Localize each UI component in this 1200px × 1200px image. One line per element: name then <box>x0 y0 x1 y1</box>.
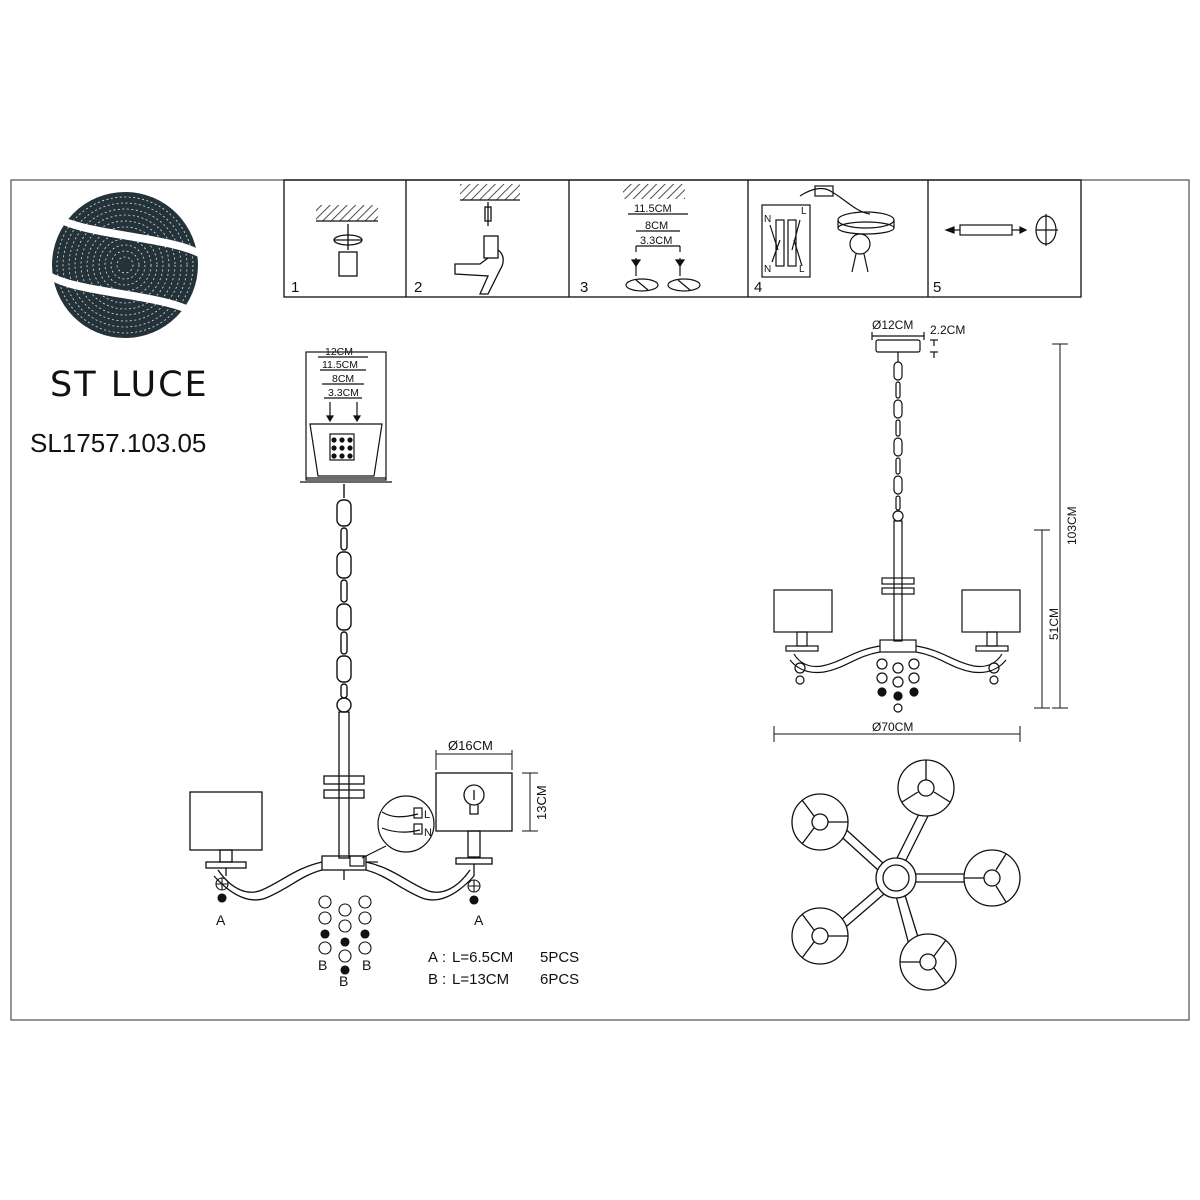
canopy-dim: 3.3CM <box>328 387 359 399</box>
elevation-canopy <box>871 332 938 358</box>
wire-label: L <box>801 206 807 217</box>
step-3-illustration <box>623 184 701 292</box>
shade-diameter: Ø16CM <box>448 738 493 753</box>
chain <box>336 484 352 713</box>
step-1-illustration <box>316 205 378 277</box>
crystal-drop <box>467 879 481 905</box>
elevation-dimensions <box>773 343 1068 742</box>
wire-label: N <box>764 264 771 275</box>
elevation-chain <box>892 352 904 522</box>
brand-logo <box>50 192 200 338</box>
lamp-shade-with-bulb <box>435 772 513 876</box>
crystal-label: A <box>216 912 226 928</box>
total-height: 103CM <box>1065 506 1079 545</box>
step-number: 3 <box>580 279 588 296</box>
canopy-detail <box>300 351 392 483</box>
step-number: 4 <box>754 279 762 296</box>
crystal-label: A <box>474 912 484 928</box>
part-length: L=13CM <box>452 971 509 988</box>
wire-label: L <box>424 809 430 821</box>
brand-name: ST LUCE <box>50 365 209 405</box>
step-number: 1 <box>291 279 299 296</box>
lamp-shade <box>189 791 263 876</box>
elevation-body <box>773 520 1021 713</box>
step-3-dim: 8CM <box>645 220 668 232</box>
step-number: 5 <box>933 279 941 296</box>
shade-dimension <box>435 750 538 832</box>
part-sep: : <box>442 971 446 988</box>
part-label: B <box>428 971 438 988</box>
span-diameter: Ø70CM <box>872 720 913 734</box>
part-sep: : <box>442 949 446 966</box>
crystal-label: B <box>339 973 348 989</box>
crystal-strand <box>318 895 372 975</box>
parts-list: A : L=6.5CM 5PCS B : L=13CM 6PCS <box>428 949 579 988</box>
canopy-dim: 11.5CM <box>322 359 358 371</box>
wiring-callout <box>349 795 435 867</box>
shade-height: 13CM <box>534 785 549 820</box>
canopy-height: 2.2CM <box>930 323 965 337</box>
lamp-arm <box>213 861 475 901</box>
wire-label: N <box>764 214 771 225</box>
plan-view <box>791 759 1021 991</box>
step-5-illustration <box>944 214 1058 246</box>
crystal-label: B <box>362 957 371 973</box>
canopy-dim: 8CM <box>332 373 354 385</box>
body-height: 51CM <box>1047 608 1061 640</box>
wire-label: L <box>799 264 805 275</box>
step-2-illustration <box>454 184 520 295</box>
part-length: L=6.5CM <box>452 949 513 966</box>
canopy-diameter: Ø12CM <box>872 318 913 332</box>
step-number: 2 <box>414 279 422 296</box>
lamp-stem <box>321 711 367 880</box>
crystal-drop <box>215 877 229 903</box>
step-4-illustration <box>761 185 895 278</box>
part-qty: 6PCS <box>540 971 579 988</box>
model-number: SL1757.103.05 <box>30 428 206 458</box>
step-3-dim: 3.3CM <box>640 235 672 247</box>
step-3-dim: 11.5CM <box>634 203 672 215</box>
part-qty: 5PCS <box>540 949 579 966</box>
crystal-label: B <box>318 957 327 973</box>
canopy-dim: 12CM <box>325 346 353 358</box>
wire-label: N <box>424 827 432 839</box>
part-label: A <box>428 949 438 966</box>
installation-steps <box>283 179 1082 298</box>
